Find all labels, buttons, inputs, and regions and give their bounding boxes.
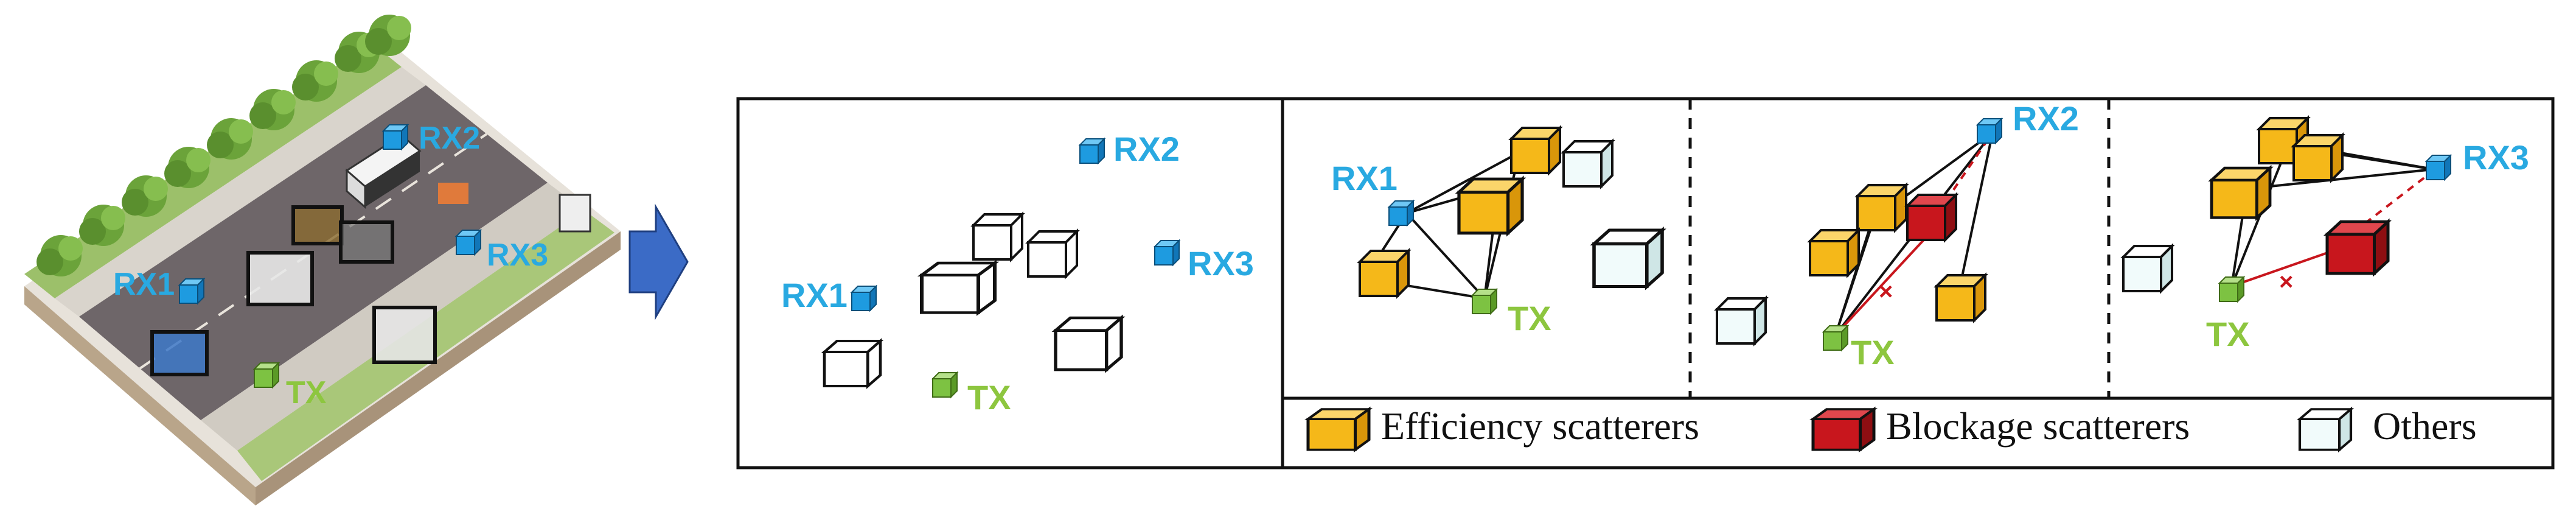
legend-efficiency-swatch: [1308, 409, 1369, 450]
sub1-other-cube: [1562, 140, 1613, 188]
sub2-block-mark: ×: [1879, 278, 1893, 305]
sub3-block-mark: ×: [2279, 269, 2293, 295]
legend: Efficiency scatterers Blockage scatterer…: [1308, 404, 2477, 450]
abstract-rx2-label: RX2: [1113, 130, 1180, 168]
abstract-rx1-label: RX1: [781, 276, 848, 314]
scene-vehicle-boxes: [150, 183, 591, 376]
sub3-rx-node: [2426, 155, 2451, 180]
abstract-panel: RX2 RX3 RX1 TX: [781, 130, 1254, 417]
abstract-cube: [922, 263, 995, 312]
abstract-rx3-label: RX3: [1188, 244, 1254, 283]
scene-rx3-node: [456, 230, 481, 255]
sub2-efficiency-cube: [1935, 274, 1986, 322]
abstract-tx-node: [932, 372, 958, 398]
scene-rx3-label: RX3: [487, 237, 548, 273]
sub3-tx-node: [2219, 276, 2244, 302]
scene-rx2-label: RX2: [419, 121, 480, 156]
sub3-blocked-link: [2231, 248, 2337, 287]
legend-blockage-label: Blockage scatterers: [1886, 404, 2190, 448]
abstract-rx1-node: [851, 286, 877, 311]
sub1-rx-node: [1388, 200, 1414, 226]
sub-panel-rx2: × RX2 TX: [1716, 99, 2079, 371]
sub3-efficiency-cube: [2212, 168, 2270, 217]
sub2-other-cube: [1716, 297, 1767, 345]
sub3-links: [2230, 145, 2434, 287]
sub1-efficiency-cube: [1359, 250, 1410, 297]
abstract-rx2-node: [1079, 138, 1105, 164]
sub1-rx-label: RX1: [1331, 159, 1398, 197]
scene-tx-node: [254, 362, 279, 388]
city-scene: RX2 RX3 RX1 TX: [24, 15, 621, 505]
sub2-blockage-cube: [1906, 194, 1957, 241]
sub3-tx-label: TX: [2206, 315, 2250, 353]
sub2-efficiency-cube: [1856, 184, 1907, 231]
scene-rx1-label: RX1: [113, 267, 175, 302]
sub2-rx-node: [1977, 118, 2002, 144]
scene-tx-label: TX: [286, 375, 327, 410]
abstract-tx-label: TX: [967, 378, 1011, 417]
abstract-rx3-node: [1154, 240, 1180, 266]
abstract-cube: [972, 213, 1023, 261]
scene-rx2-node: [383, 124, 408, 150]
legend-others-swatch: [2300, 409, 2351, 450]
abstract-cube: [824, 341, 880, 386]
sub2-efficiency-cube: [1809, 229, 1860, 276]
outer-frame: [736, 97, 2555, 470]
process-arrow: [628, 203, 689, 320]
sub2-tx-label: TX: [1851, 333, 1895, 371]
sub2-blocked-link: [1834, 223, 1940, 336]
sub-panel-rx1: RX1 TX: [1331, 127, 1662, 337]
sub1-efficiency-cube: [1510, 127, 1561, 174]
scene-rx1-node: [179, 278, 204, 304]
abstract-cube: [1056, 318, 1121, 370]
sub1-other-cube: [1594, 230, 1662, 287]
legend-others-label: Others: [2373, 404, 2477, 448]
sub1-efficiency-cube: [1459, 179, 1522, 233]
sub2-rx-label: RX2: [2013, 99, 2079, 138]
sub-panel-rx3: × RX3 TX: [2122, 117, 2529, 353]
sub3-blockage-cube: [2327, 222, 2388, 273]
sub3-other-cube: [2122, 245, 2173, 292]
sub3-rx-label: RX3: [2463, 138, 2529, 177]
sub1-tx-label: TX: [1508, 299, 1551, 337]
sub1-tx-node: [1472, 289, 1497, 314]
sub3-efficiency-cube: [2292, 134, 2344, 181]
abstract-cube: [1027, 230, 1078, 278]
sub2-tx-node: [1823, 325, 1848, 351]
legend-blockage-swatch: [1813, 409, 1874, 450]
legend-efficiency-label: Efficiency scatterers: [1381, 404, 1699, 448]
